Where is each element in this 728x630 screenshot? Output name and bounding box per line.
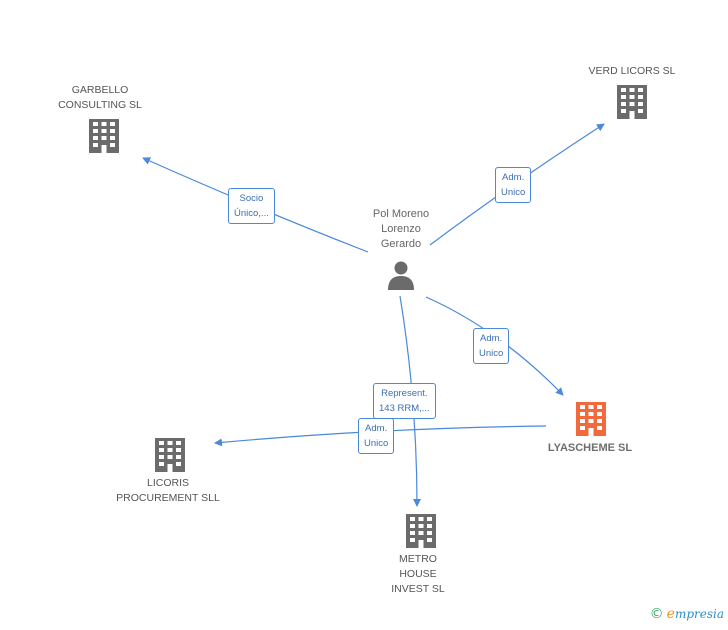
node-label-garbello[interactable]: GARBELLO CONSULTING SL	[58, 84, 142, 111]
empresia-logo-text: mpresia	[674, 607, 724, 621]
empresia-logo: empresia	[667, 606, 724, 622]
node-label-lyascheme[interactable]: LYASCHEME SL	[547, 442, 633, 454]
node-label-person[interactable]: Pol Moreno Lorenzo Gerardo	[372, 208, 430, 250]
node-label-metro[interactable]: METRO HOUSE INVEST SL	[391, 553, 445, 595]
edge-label-socio-unico[interactable]: Socio Único,...	[228, 188, 275, 224]
edge-label-adm-licoris[interactable]: Adm. Unico	[358, 418, 395, 454]
person-icon[interactable]	[388, 261, 414, 291]
empresia-brand[interactable]: © empresia	[650, 606, 724, 622]
edge-label-adm-lyascheme[interactable]: Adm. Unico	[473, 328, 510, 364]
licoris-building-icon[interactable]	[155, 438, 185, 472]
garbello-building-icon[interactable]	[89, 119, 119, 153]
verd-building-icon[interactable]	[617, 85, 647, 119]
copyright-icon: ©	[649, 606, 664, 622]
metro-building-icon[interactable]	[406, 514, 436, 548]
lyascheme-building-icon[interactable]	[576, 402, 606, 436]
edge-label-adm-verd[interactable]: Adm. Unico	[495, 167, 532, 203]
edge-label-represent[interactable]: Represent. 143 RRM,...	[373, 383, 436, 419]
node-label-licoris[interactable]: LICORIS PROCUREMENT SLL	[116, 477, 220, 504]
node-label-verd[interactable]: VERD LICORS SL	[588, 65, 676, 77]
empresia-logo-initial: e	[666, 606, 675, 622]
